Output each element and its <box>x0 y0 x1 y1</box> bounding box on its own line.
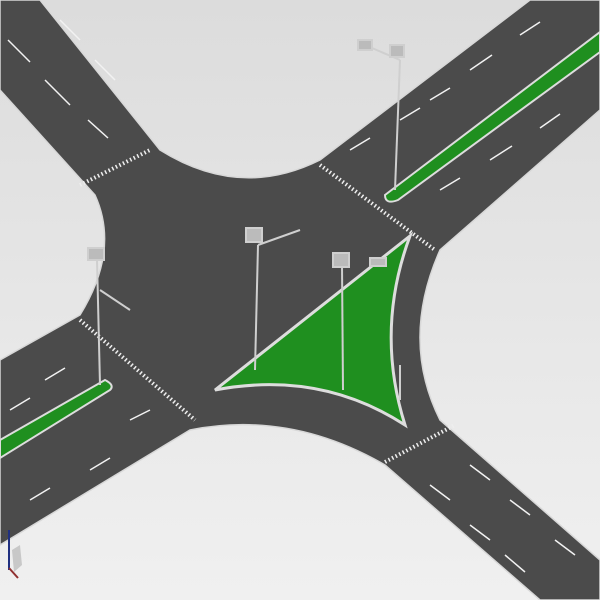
median-southwest <box>0 378 113 460</box>
axis-triad-icon <box>8 530 22 579</box>
light-poles <box>87 39 405 400</box>
lane-markings <box>7 19 576 573</box>
median-northeast <box>383 30 600 203</box>
traffic-island <box>214 231 414 429</box>
